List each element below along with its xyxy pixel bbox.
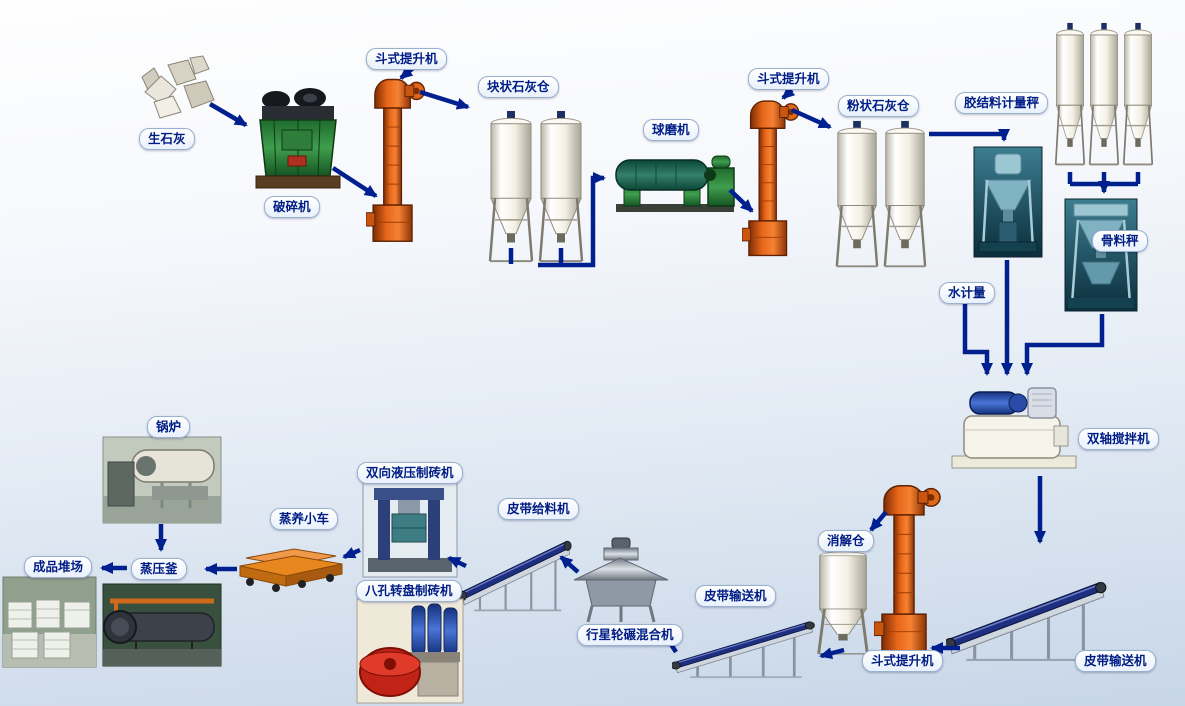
label-boiler: 锅炉 xyxy=(147,416,191,438)
label-water-meter: 水计量 xyxy=(939,282,995,304)
steam-trolley-image xyxy=(236,538,348,602)
label-planetary-mixer: 行星轮碾混合机 xyxy=(577,624,683,646)
planetary-mixer-image xyxy=(572,536,670,624)
binder-scale-image xyxy=(973,146,1043,258)
label-digestion-silo: 消解仓 xyxy=(818,530,874,552)
label-product-yard: 成品堆场 xyxy=(24,556,93,578)
autoclave-image xyxy=(102,583,222,667)
label-crusher: 破碎机 xyxy=(264,196,320,218)
label-belt-conveyor-mid: 皮带输送机 xyxy=(695,585,776,607)
label-aggregate-scale: 骨料秤 xyxy=(1092,230,1148,252)
quicklime-rocks-image xyxy=(140,52,222,124)
label-hydraulic-brick-machine: 双向液压制砖机 xyxy=(357,462,463,484)
label-bucket-elevator-3: 斗式提升机 xyxy=(862,650,943,672)
label-belt-feeder: 皮带给料机 xyxy=(498,498,579,520)
label-bucket-elevator-1: 斗式提升机 xyxy=(366,48,447,70)
ball-mill-image xyxy=(614,136,736,216)
hydraulic-brick-machine-image xyxy=(362,480,458,578)
label-quicklime: 生石灰 xyxy=(139,128,195,150)
product-yard-image xyxy=(2,576,97,668)
label-bucket-elevator-2: 斗式提升机 xyxy=(748,68,829,90)
label-block-lime-silo: 块状石灰仓 xyxy=(478,76,559,98)
label-belt-conveyor-right: 皮带输送机 xyxy=(1075,650,1156,672)
label-autoclave: 蒸压釜 xyxy=(131,558,187,580)
label-rotary-brick-machine: 八孔转盘制砖机 xyxy=(356,580,462,602)
rotary-brick-machine-image xyxy=(356,598,464,704)
label-steam-trolley: 蒸养小车 xyxy=(270,508,339,530)
label-powder-lime-silo: 粉状石灰仓 xyxy=(838,95,919,117)
twin-shaft-mixer-image xyxy=(950,386,1078,474)
label-twin-shaft-mixer: 双轴搅拌机 xyxy=(1078,428,1159,450)
jaw-crusher-image xyxy=(252,86,344,194)
boiler-image xyxy=(102,436,222,524)
label-binder-scale: 胶结料计量秤 xyxy=(955,92,1049,114)
label-ball-mill: 球磨机 xyxy=(643,119,699,141)
